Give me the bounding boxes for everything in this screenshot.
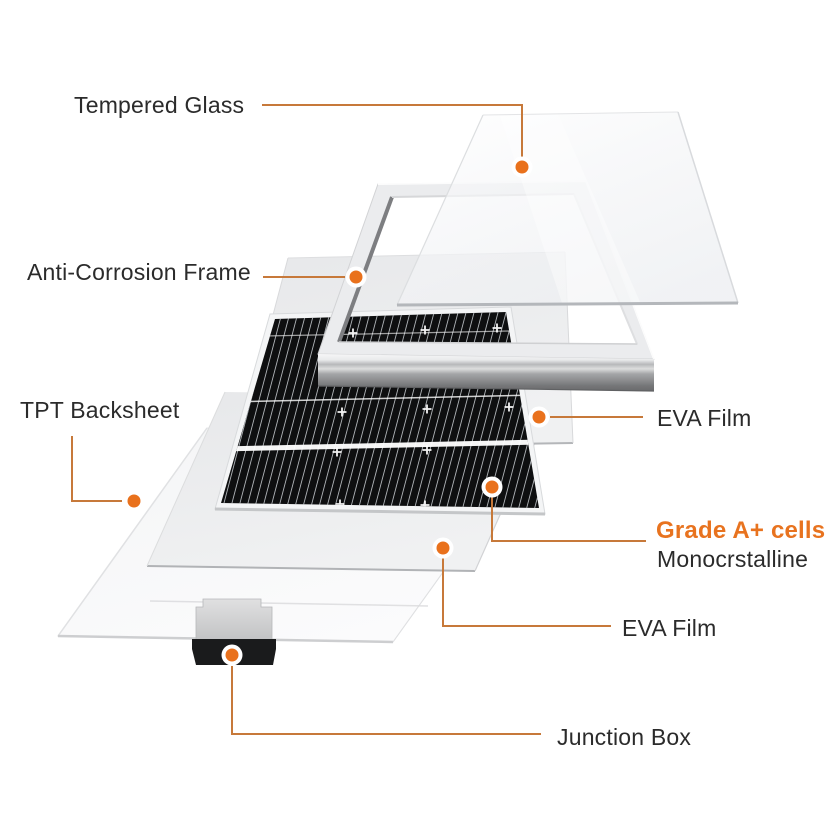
label-eva-film-top: EVA Film	[657, 405, 752, 431]
label-monocrystalline: Monocrstalline	[657, 546, 809, 572]
marker-anti-corrosion-frame	[345, 266, 367, 288]
leader-grade-cells	[491, 497, 646, 542]
junction-box-marker-dot	[225, 648, 239, 662]
marker-tpt-backsheet	[123, 490, 145, 512]
label-junction-box: Junction Box	[557, 724, 692, 750]
marker-dots	[123, 156, 550, 559]
label-eva-film-bottom: EVA Film	[622, 615, 717, 641]
leader-tpt-backsheet	[71, 436, 122, 502]
cell-row-lines	[221, 330, 539, 452]
marker-grade-cells	[481, 476, 503, 498]
marker-eva-film-top	[528, 406, 550, 428]
leader-lines	[71, 104, 646, 735]
marker-eva-film-bottom	[432, 537, 454, 559]
label-tpt-backsheet: TPT Backsheet	[20, 397, 180, 423]
leader-tempered-glass	[262, 104, 523, 159]
junction-box	[192, 598, 276, 666]
marker-tempered-glass	[511, 156, 533, 178]
tempered-glass-layer	[396, 111, 739, 307]
label-anti-corrosion-frame: Anti-Corrosion Frame	[27, 259, 251, 285]
label-tempered-glass: Tempered Glass	[74, 92, 245, 118]
label-grade-a-cells: Grade A+ cells	[656, 517, 826, 544]
leader-junction-box	[231, 666, 541, 735]
leader-eva-film-bottom	[442, 558, 611, 627]
cell-cross-marks	[332, 323, 514, 508]
